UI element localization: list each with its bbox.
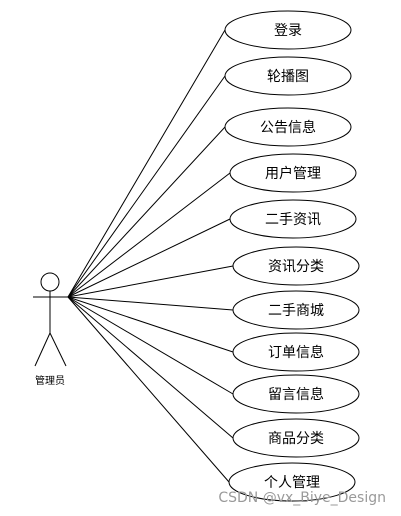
association-line (67, 218, 231, 298)
use-case-ellipse (229, 199, 357, 239)
use-case-ellipse (232, 246, 360, 286)
use-case: 二手资讯 (229, 199, 357, 239)
actor-admin: 管理员 (33, 272, 68, 387)
use-case: 个人管理 (228, 462, 356, 502)
use-case-ellipse (232, 332, 360, 372)
actor-label: 管理员 (35, 374, 65, 387)
association-line (67, 296, 234, 311)
use-case: 用户管理 (229, 153, 357, 193)
actor-head (40, 272, 60, 292)
actor-right-leg (49, 332, 67, 367)
use-case-label: 登录 (274, 23, 302, 39)
association-line (67, 172, 231, 298)
use-cases: 登录轮播图公告信息用户管理二手资讯资讯分类二手商城订单信息留言信息商品分类个人管… (224, 10, 360, 502)
use-case-label: 留言信息 (268, 386, 324, 403)
association-line (67, 296, 234, 353)
association-line (67, 265, 234, 298)
use-case: 公告信息 (224, 107, 352, 147)
use-case-ellipse (232, 418, 360, 458)
use-case: 轮播图 (224, 56, 352, 96)
association-line (67, 29, 226, 298)
watermark: CSDN @vx_Biye_Design (218, 490, 386, 506)
use-case-label: 公告信息 (260, 119, 316, 136)
use-case-ellipse (224, 107, 352, 147)
use-case-label: 二手资讯 (265, 212, 321, 228)
use-case-label: 用户管理 (265, 165, 321, 182)
use-case: 留言信息 (232, 374, 360, 414)
use-case-label: 个人管理 (264, 475, 320, 491)
use-case-ellipse (224, 56, 352, 96)
use-case-label: 订单信息 (268, 344, 324, 361)
association-lines (67, 29, 234, 483)
use-case-ellipse (232, 374, 360, 414)
association-line (67, 296, 234, 395)
use-case-label: 资讯分类 (268, 259, 324, 275)
use-case-ellipse (228, 462, 356, 502)
use-case: 登录 (224, 10, 352, 50)
actor-left-leg (34, 332, 51, 367)
use-case: 资讯分类 (232, 246, 360, 286)
use-case: 二手商城 (232, 290, 360, 330)
use-case: 订单信息 (232, 332, 360, 372)
use-case-ellipse (224, 10, 352, 50)
use-case-ellipse (229, 153, 357, 193)
use-case-label: 商品分类 (268, 431, 324, 447)
association-line (67, 296, 234, 439)
association-line (67, 296, 230, 483)
use-case-label: 轮播图 (267, 69, 309, 85)
association-line (67, 75, 226, 298)
use-case: 商品分类 (232, 418, 360, 458)
use-case-ellipse (232, 290, 360, 330)
use-case-label: 二手商城 (268, 303, 324, 319)
association-line (67, 126, 226, 298)
